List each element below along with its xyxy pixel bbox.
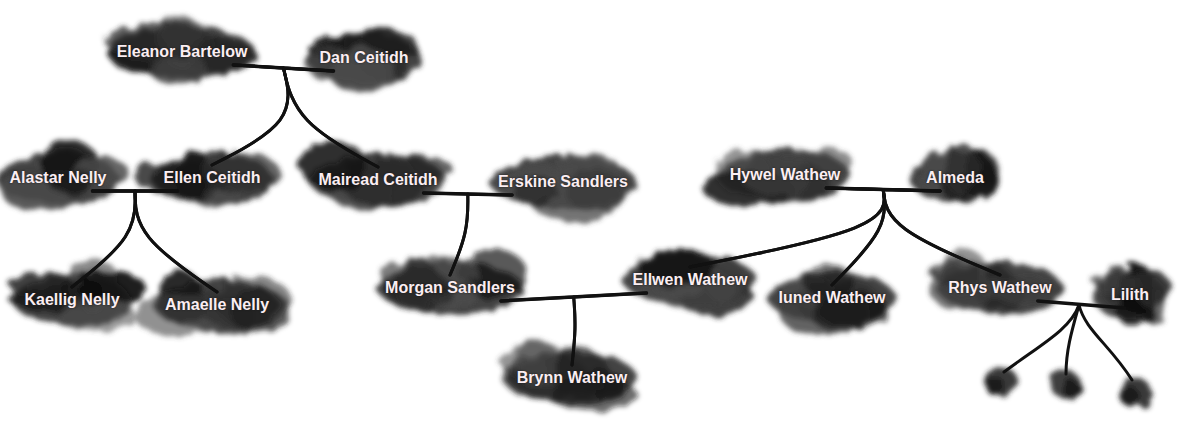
ink-blot-group xyxy=(911,144,999,204)
descent-line xyxy=(283,68,378,167)
partner-line xyxy=(501,293,647,301)
ink-blot xyxy=(1120,387,1140,405)
descent-line xyxy=(92,191,217,292)
ink-blot-group xyxy=(768,266,895,337)
person-name: Ellwen Wathew xyxy=(633,271,748,289)
descent-line xyxy=(424,193,468,275)
partner-line xyxy=(92,189,177,193)
person-node: Morgan Sandlers xyxy=(381,275,519,301)
partner-line xyxy=(424,193,513,195)
person-node: Eleanor Bartelow xyxy=(113,39,252,65)
person-name: Alastar Nelly xyxy=(10,169,107,187)
person-node: Ellwen Wathew xyxy=(629,267,752,293)
descent-line xyxy=(690,190,940,268)
descent-line xyxy=(1079,305,1132,380)
ink-blot-group xyxy=(8,258,145,331)
person-node: Hywel Wathew xyxy=(726,162,845,188)
unnamed-child-blot xyxy=(1051,371,1081,399)
ink-blot-group xyxy=(133,272,292,337)
descent-line xyxy=(72,191,135,287)
unnamed-child-blot xyxy=(984,367,1018,397)
descent-line xyxy=(233,65,378,167)
ink-blot-group xyxy=(0,140,128,211)
ink-blot-group xyxy=(105,16,256,85)
ink-blot-group xyxy=(301,141,453,211)
person-name: Morgan Sandlers xyxy=(385,279,515,297)
ink-blot xyxy=(984,367,1018,397)
ink-blot-group xyxy=(377,249,527,313)
person-name: Ellen Ceitidh xyxy=(164,169,261,187)
person-node: Lilith xyxy=(1107,282,1153,308)
person-name: Eleanor Bartelow xyxy=(117,43,248,61)
person-name: Amaelle Nelly xyxy=(165,296,269,314)
person-node: Rhys Wathew xyxy=(944,275,1055,301)
person-node: Alastar Nelly xyxy=(6,165,111,191)
person-node: Erskine Sandlers xyxy=(494,169,632,195)
ink-blot-group xyxy=(1094,264,1170,327)
person-name: Lilith xyxy=(1111,286,1149,304)
ink-blot-group xyxy=(490,154,635,223)
person-node: Dan Ceitidh xyxy=(316,45,413,71)
descent-line xyxy=(690,188,884,267)
person-name: Hywel Wathew xyxy=(730,166,841,184)
person-node: Almeda xyxy=(922,165,988,191)
person-name: Brynn Wathew xyxy=(517,369,628,387)
ink-blot-group xyxy=(502,339,637,411)
person-node: Ellen Ceitidh xyxy=(160,165,265,191)
person-node: Kaellig Nelly xyxy=(20,287,123,313)
ink-blot xyxy=(1118,378,1152,408)
descent-line xyxy=(826,188,884,285)
descent-line xyxy=(501,297,575,365)
person-name: Dan Ceitidh xyxy=(320,49,409,67)
ink-blot-group xyxy=(307,30,420,95)
descent-line xyxy=(212,68,334,165)
partner-line xyxy=(826,188,940,191)
partner-line xyxy=(1038,301,1125,308)
person-name: Rhys Wathew xyxy=(948,279,1051,297)
descent-line xyxy=(212,65,288,165)
ink-blot-group xyxy=(623,250,757,316)
descent-line xyxy=(572,293,647,365)
ink-blot-group xyxy=(134,151,280,207)
descent-line xyxy=(72,191,178,287)
descent-line xyxy=(1004,305,1079,372)
descent-line xyxy=(1066,305,1079,374)
descent-line xyxy=(832,190,940,286)
person-name: Mairead Ceitidh xyxy=(318,171,437,189)
unnamed-child-blot xyxy=(1118,378,1152,408)
person-name: Erskine Sandlers xyxy=(498,173,628,191)
descent-line xyxy=(883,190,1000,276)
partner-line xyxy=(233,65,333,71)
person-node: Mairead Ceitidh xyxy=(314,167,441,193)
descent-line xyxy=(826,188,1000,275)
descent-line xyxy=(135,191,217,292)
descent-line xyxy=(450,194,512,275)
ink-blot-group xyxy=(702,148,852,206)
person-name: Iuned Wathew xyxy=(779,289,886,307)
person-name: Kaellig Nelly xyxy=(24,291,119,309)
person-node: Amaelle Nelly xyxy=(161,292,273,318)
ink-blot xyxy=(985,377,1005,395)
ink-blot xyxy=(1061,380,1079,396)
person-name: Almeda xyxy=(926,169,984,187)
ink-blot xyxy=(1051,371,1081,399)
ink-blot-group xyxy=(930,248,1064,313)
person-node: Brynn Wathew xyxy=(513,365,632,391)
person-node: Iuned Wathew xyxy=(775,285,890,311)
